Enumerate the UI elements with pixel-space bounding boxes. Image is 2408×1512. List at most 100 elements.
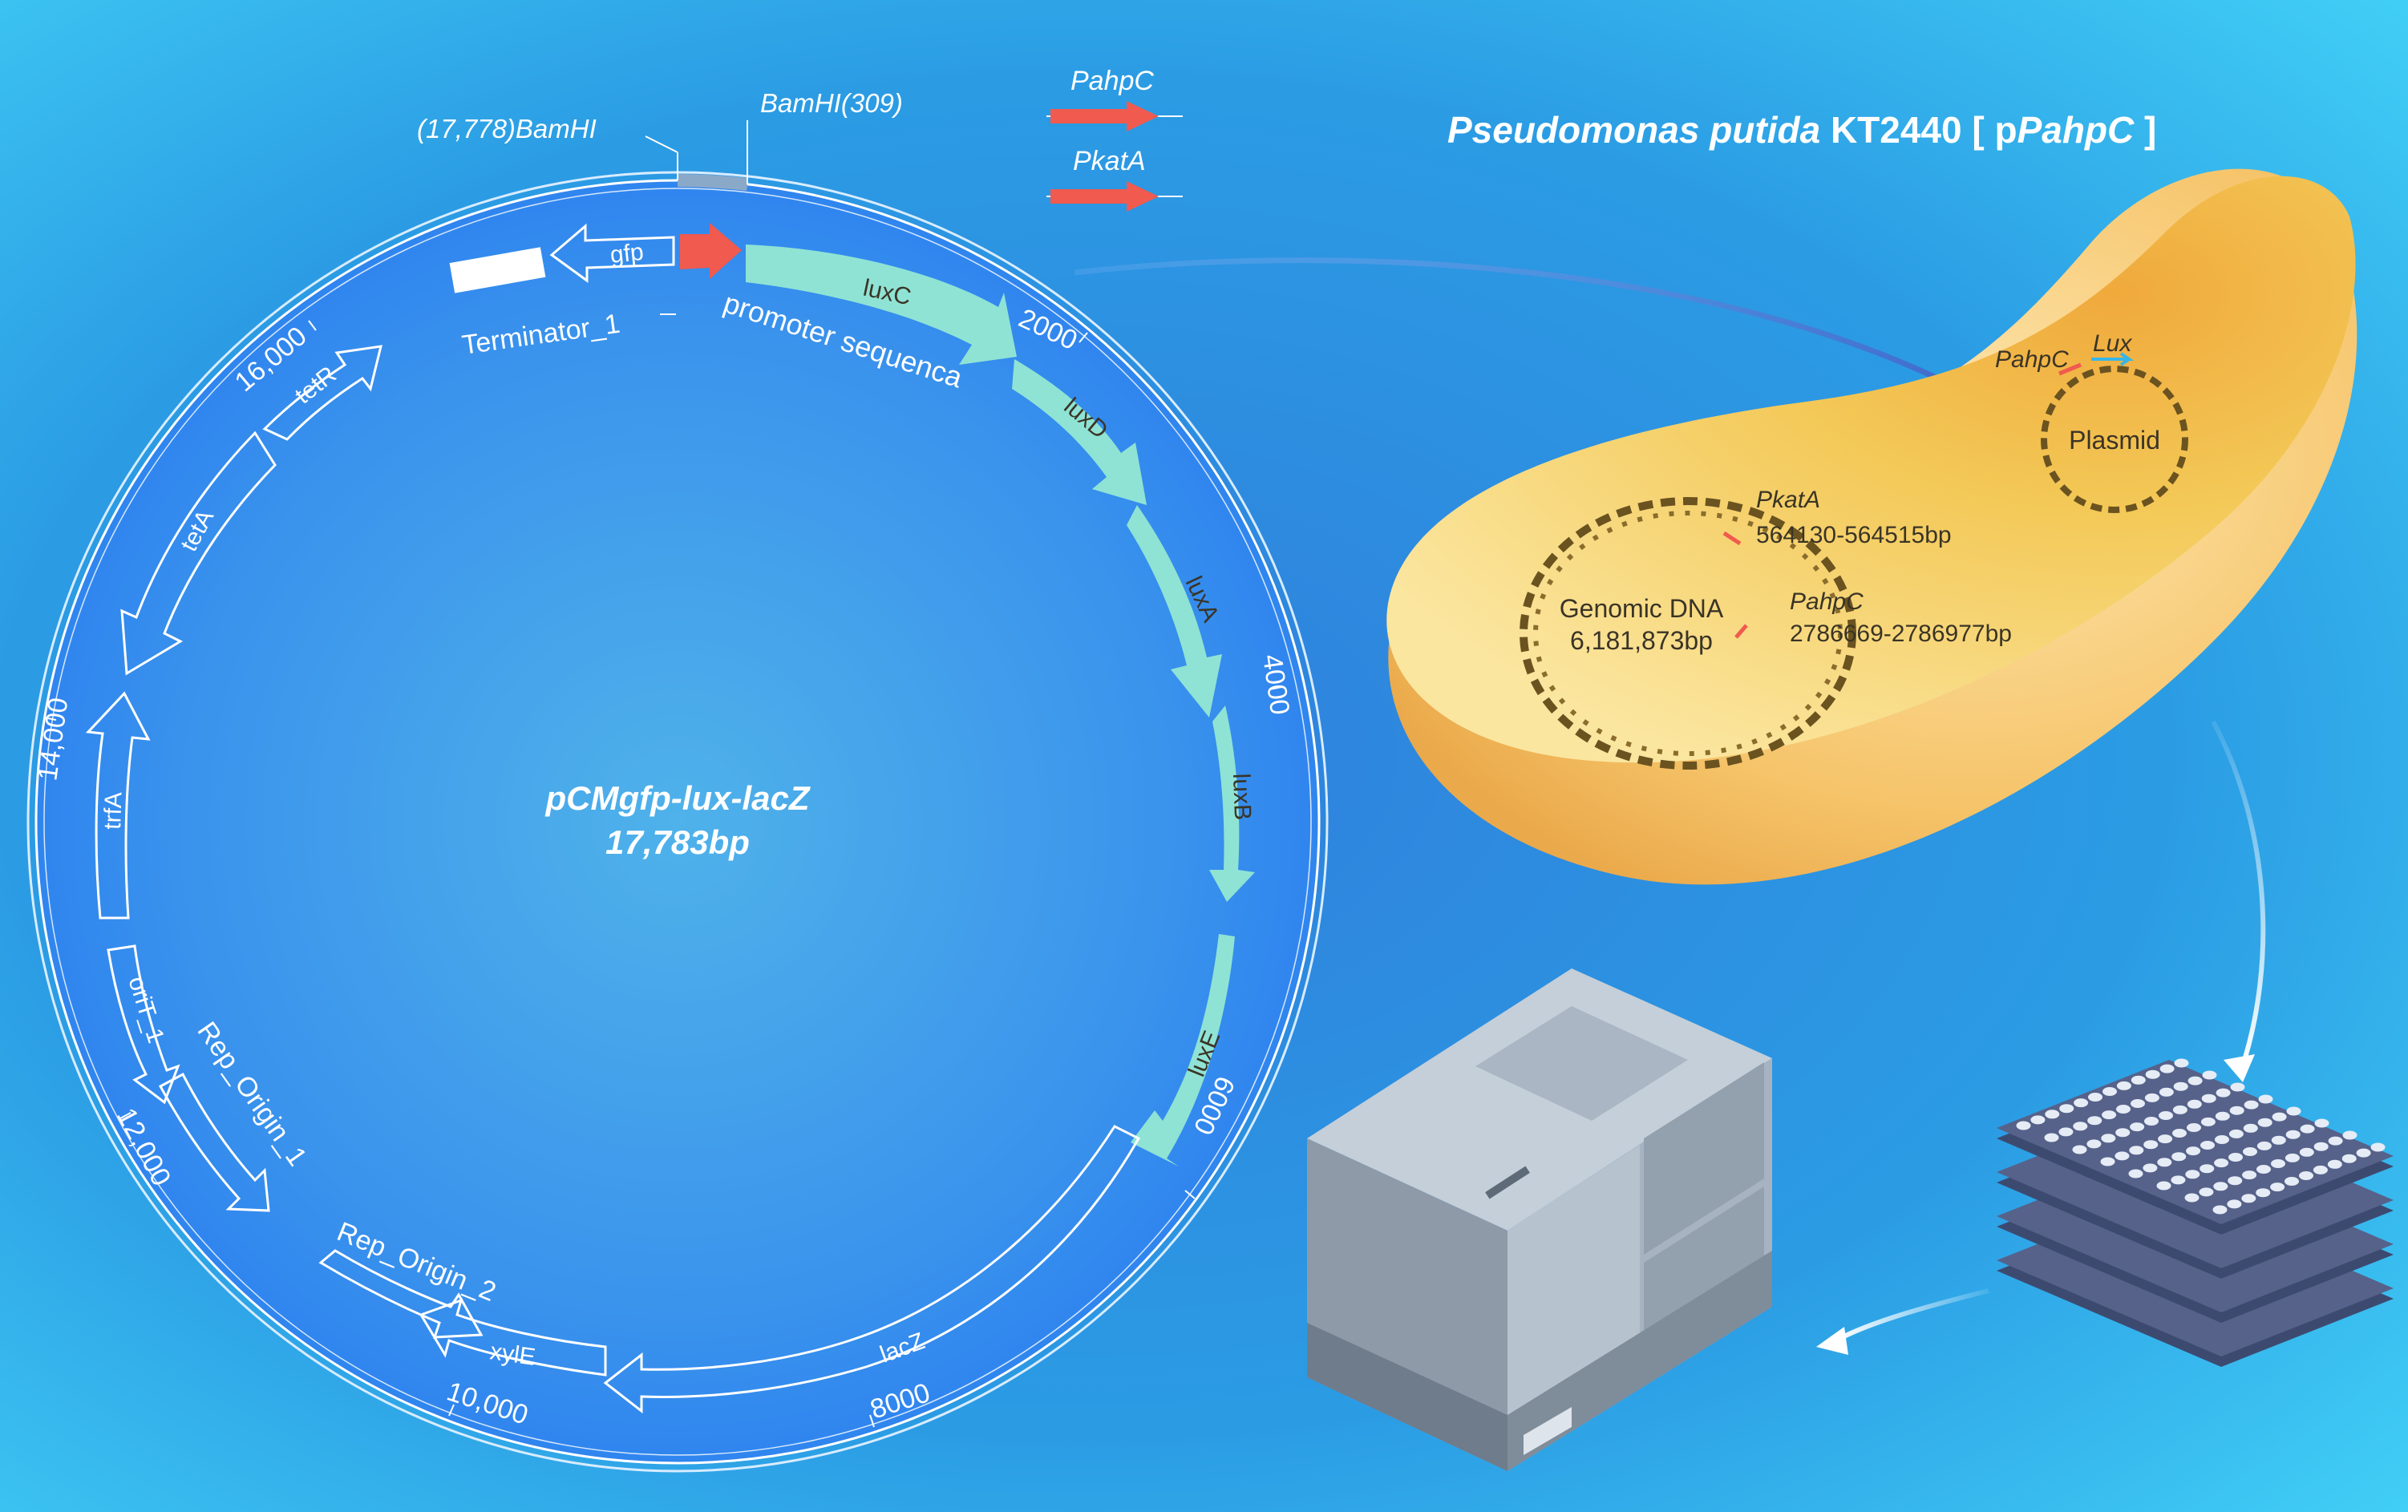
plate-well xyxy=(2200,1117,2216,1126)
reader-door xyxy=(1644,1062,1764,1255)
plate-well xyxy=(2074,1098,2089,1108)
plate-well xyxy=(2213,1182,2228,1191)
legend-pahpc-arrow xyxy=(1050,101,1159,131)
gfp-arrow xyxy=(549,223,675,283)
luxB-arrow xyxy=(1209,705,1255,902)
plate-well xyxy=(2299,1147,2314,1157)
plate-well xyxy=(2072,1145,2087,1154)
plate-well xyxy=(2216,1088,2231,1098)
plate-well xyxy=(2257,1118,2272,1127)
plate-well xyxy=(2200,1141,2215,1150)
plate-well xyxy=(2300,1124,2315,1134)
plate-well xyxy=(2241,1194,2256,1203)
legend-pkata-label: PkatA xyxy=(1073,146,1146,176)
genomic-pahpC-label: PahpC xyxy=(1790,588,1864,615)
plate-well xyxy=(2199,1187,2214,1197)
plate-well xyxy=(2156,1181,2171,1191)
plate-well xyxy=(2314,1118,2329,1128)
plate-well xyxy=(2131,1099,2145,1108)
plate-well xyxy=(2143,1140,2159,1150)
transfer-arrow xyxy=(1074,257,2036,433)
plate-well xyxy=(2285,1130,2301,1139)
plate-well xyxy=(2356,1148,2371,1158)
plasmid-size: 17,783bp xyxy=(605,823,750,861)
promoter-legend: PahpC PkatA xyxy=(1046,66,1183,212)
plate-well xyxy=(2129,1146,2144,1155)
plate-well xyxy=(2212,1205,2228,1215)
plate-well xyxy=(2243,1123,2258,1133)
plate-well xyxy=(2229,1106,2244,1115)
plate-well xyxy=(2016,1121,2031,1130)
plate-well xyxy=(2130,1122,2145,1132)
plate-well xyxy=(2285,1177,2299,1186)
plasmid-name: pCMgfp-lux-lacZ xyxy=(545,779,811,817)
cell-plasmid-promoter: PahpC xyxy=(1995,346,2069,373)
plates-to-reader-arrow xyxy=(1835,1288,1989,1343)
plate-well xyxy=(2185,1170,2200,1179)
cell-to-plates-arrowhead xyxy=(2224,1054,2255,1082)
plates-to-reader-arrowhead xyxy=(1816,1327,1848,1355)
luxA-arrow xyxy=(1127,505,1222,718)
microplate-stack xyxy=(1997,1058,2394,1367)
rep-origin-1-arrow xyxy=(158,1072,270,1212)
lux-genes xyxy=(746,245,1255,1166)
plate-well xyxy=(2228,1129,2244,1138)
plate-well xyxy=(2159,1111,2173,1120)
plate-well xyxy=(2201,1094,2216,1103)
plate-well xyxy=(2100,1157,2115,1166)
reader-base-side xyxy=(1508,1251,1772,1471)
plate-well xyxy=(2256,1165,2271,1174)
genomic-dna-ring-2 xyxy=(1533,511,1843,756)
plate-well xyxy=(2171,1175,2186,1185)
plate-well xyxy=(2200,1164,2215,1174)
cell-title-species: Pseudomonas putida xyxy=(1447,109,1820,151)
plate-well xyxy=(2186,1146,2201,1156)
cell-to-plates-arrow xyxy=(2211,720,2266,1071)
genomic-pahpC-mark xyxy=(1734,624,1748,639)
cell-title-promoter: PahpC xyxy=(2017,109,2135,151)
plate-well xyxy=(2184,1193,2200,1203)
bacterium-cell: Pseudomonas putida KT2440 [ pPahpC ] Gen… xyxy=(1386,109,2357,885)
plate-well xyxy=(2101,1134,2116,1143)
plate-well xyxy=(2116,1081,2131,1090)
cell-title: Pseudomonas putida KT2440 [ pPahpC ] xyxy=(1447,109,2156,151)
plate-well xyxy=(2131,1075,2146,1085)
oriT-arrow xyxy=(107,944,180,1105)
plate-well xyxy=(2215,1111,2230,1121)
plate-well xyxy=(2286,1106,2301,1116)
plate-well xyxy=(2244,1100,2259,1110)
cell-inner xyxy=(1386,176,2356,763)
trfA-label: trfA xyxy=(99,791,127,830)
plate-well xyxy=(2143,1163,2158,1173)
plate-well xyxy=(2102,1110,2117,1120)
reader-tray xyxy=(1524,1407,1572,1455)
plate-well xyxy=(2285,1153,2300,1162)
plasmid-ring xyxy=(36,180,1319,1463)
genomic-pkatA-range: 564130-564515bp xyxy=(1756,522,1952,548)
genomic-pkatA-label: PkatA xyxy=(1756,487,1820,513)
plasmid-inner-line-2 xyxy=(43,188,1312,1456)
plate-well xyxy=(2228,1153,2243,1162)
plate-well xyxy=(2102,1087,2117,1096)
reader-slot xyxy=(1485,1166,1530,1199)
plate-well xyxy=(2227,1199,2242,1209)
cell-plasmid-lux-mark xyxy=(2091,352,2135,366)
luxD-arrow xyxy=(1012,359,1147,505)
plate-well xyxy=(2270,1183,2285,1192)
reader-base-front xyxy=(1307,1323,1508,1471)
genomic-pkatA-mark xyxy=(1722,531,1742,546)
plate-well xyxy=(2258,1094,2273,1104)
bamhi-left-leader xyxy=(645,135,678,153)
legend-pkata-arrow xyxy=(1050,181,1159,212)
plate-well xyxy=(2116,1105,2131,1114)
genomic-dna-label: Genomic DNA xyxy=(1560,594,1724,623)
plate-well xyxy=(2271,1159,2285,1168)
plate-well xyxy=(2172,1129,2187,1138)
tetR-arrow xyxy=(262,345,382,441)
plate-well xyxy=(2145,1069,2160,1079)
luxB-label: luxB xyxy=(1228,773,1256,820)
plate-well xyxy=(2187,1099,2202,1109)
genomic-dna-ring xyxy=(1520,497,1856,770)
plate-well xyxy=(2256,1141,2272,1150)
plate-well xyxy=(2171,1152,2187,1162)
